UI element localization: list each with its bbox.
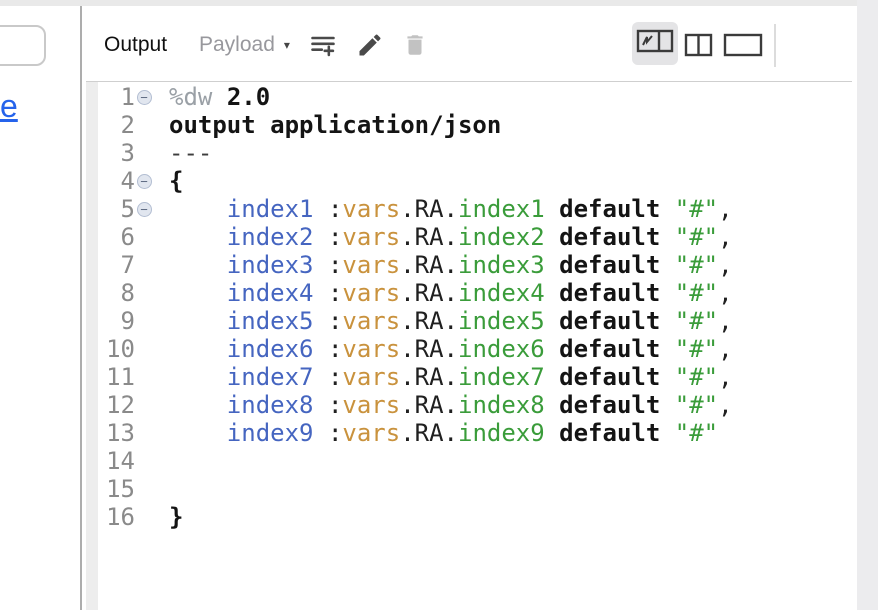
line-number: 13 xyxy=(106,419,135,447)
left-panel-link[interactable]: e xyxy=(0,88,18,124)
code-line[interactable]: 3 --- xyxy=(86,139,852,167)
code-line[interactable]: 11 index7 :vars.RA.index7 default "#", xyxy=(86,363,852,391)
editor-top-border xyxy=(86,81,852,82)
code-line[interactable]: 14 xyxy=(86,447,852,475)
code-text: index8 :vars.RA.index8 default "#", xyxy=(226,391,733,419)
line-number: 11 xyxy=(106,363,135,391)
editor-gutter xyxy=(86,82,98,610)
code-text: index4 :vars.RA.index4 default "#", xyxy=(226,279,733,307)
code-text: index3 :vars.RA.index3 default "#", xyxy=(226,251,733,279)
fold-marker-icon[interactable]: − xyxy=(135,89,153,105)
payload-source-dropdown[interactable]: Payload ▾ xyxy=(197,31,292,59)
left-panel-input[interactable] xyxy=(0,25,46,66)
panel-divider xyxy=(80,6,82,610)
edit-button[interactable] xyxy=(356,31,384,59)
line-number: 6 xyxy=(120,223,135,251)
delete-button[interactable] xyxy=(402,32,428,58)
pane-title: Output xyxy=(104,33,168,56)
code-text: } xyxy=(169,503,184,531)
line-number: 5 xyxy=(120,195,135,223)
line-number: 16 xyxy=(106,503,135,531)
line-number: 2 xyxy=(120,111,135,139)
code-line[interactable]: 1−%dw 2.0 xyxy=(86,83,852,111)
single-column-view-icon xyxy=(723,33,763,60)
code-text: index5 :vars.RA.index5 default "#", xyxy=(226,307,733,335)
view-mode-split-mapping-selected[interactable] xyxy=(632,22,678,65)
toolbar-divider xyxy=(774,24,776,67)
line-number: 12 xyxy=(106,391,135,419)
code-text: output application/json xyxy=(169,111,502,139)
line-number: 7 xyxy=(120,251,135,279)
chevron-down-icon: ▾ xyxy=(283,38,290,52)
code-text: index9 :vars.RA.index9 default "#" xyxy=(226,419,719,447)
add-scenario-button[interactable] xyxy=(308,31,338,59)
line-number: 4 xyxy=(120,167,135,195)
vertical-scrollbar[interactable] xyxy=(857,0,878,610)
line-number: 1 xyxy=(120,83,135,111)
line-number: 15 xyxy=(106,475,135,503)
two-column-view-icon xyxy=(684,33,713,60)
payload-source-label: Payload xyxy=(199,33,275,56)
view-mode-single-column-button[interactable] xyxy=(723,33,763,57)
code-line[interactable]: 4−{ xyxy=(86,167,852,195)
edit-pencil-icon xyxy=(356,34,384,62)
code-line[interactable]: 9 index5 :vars.RA.index5 default "#", xyxy=(86,307,852,335)
line-number: 8 xyxy=(120,279,135,307)
code-line[interactable]: 5− index1 :vars.RA.index1 default "#", xyxy=(86,195,852,223)
code-line[interactable]: 15 xyxy=(86,475,852,503)
code-text: index1 :vars.RA.index1 default "#", xyxy=(226,195,733,223)
code-text: index2 :vars.RA.index2 default "#", xyxy=(226,223,733,251)
code-text: index6 :vars.RA.index6 default "#", xyxy=(226,335,733,363)
code-text: { xyxy=(169,167,184,195)
fold-marker-icon[interactable]: − xyxy=(135,173,153,189)
view-mode-two-column-button[interactable] xyxy=(684,33,713,57)
line-number: 3 xyxy=(120,139,135,167)
code-line[interactable]: 2 output application/json xyxy=(86,111,852,139)
code-line[interactable]: 8 index4 :vars.RA.index4 default "#", xyxy=(86,279,852,307)
code-text: index7 :vars.RA.index7 default "#", xyxy=(226,363,733,391)
code-line[interactable]: 13 index9 :vars.RA.index9 default "#" xyxy=(86,419,852,447)
add-scenario-icon xyxy=(308,36,338,62)
code-text: --- xyxy=(169,139,213,167)
fold-marker-icon[interactable]: − xyxy=(135,201,153,217)
code-line[interactable]: 6 index2 :vars.RA.index2 default "#", xyxy=(86,223,852,251)
split-mapping-view-icon xyxy=(636,28,674,59)
code-text: %dw 2.0 xyxy=(169,83,271,111)
code-line[interactable]: 12 index8 :vars.RA.index8 default "#", xyxy=(86,391,852,419)
code-line[interactable]: 7 index3 :vars.RA.index3 default "#", xyxy=(86,251,852,279)
delete-trash-icon xyxy=(402,35,428,61)
line-number: 9 xyxy=(120,307,135,335)
code-line[interactable]: 10 index6 :vars.RA.index6 default "#", xyxy=(86,335,852,363)
top-edge-strip xyxy=(0,0,878,6)
line-number: 10 xyxy=(106,335,135,363)
code-line[interactable]: 16} xyxy=(86,503,852,531)
line-number: 14 xyxy=(106,447,135,475)
